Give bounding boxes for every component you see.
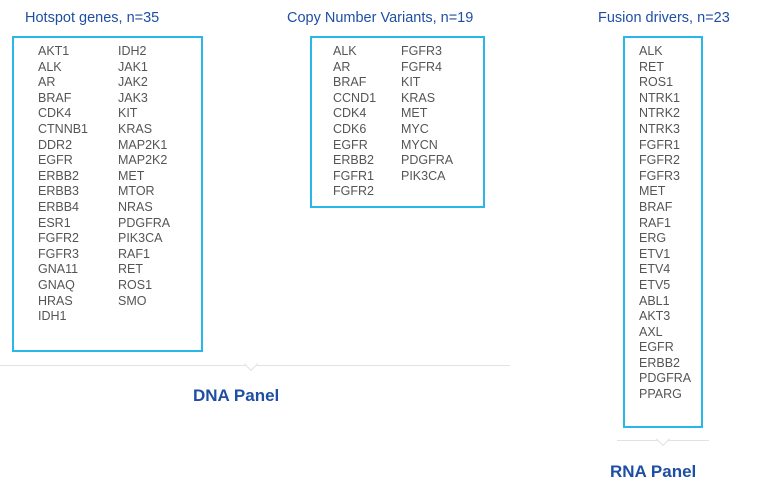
gene-item: ROS1: [639, 75, 674, 90]
cnv-title: Copy Number Variants, n=19: [287, 10, 474, 26]
gene-item: KIT: [401, 75, 421, 90]
gene-item: ERBB2: [639, 355, 680, 370]
dna-panel-label: DNA Panel: [193, 386, 280, 405]
gene-item: PPARG: [639, 387, 682, 402]
gene-item: NTRK1: [639, 90, 680, 105]
gene-item: ABL1: [639, 293, 670, 308]
gene-item: MET: [639, 184, 666, 199]
gene-item: CCND1: [333, 90, 377, 105]
gene-item: RET: [118, 262, 143, 277]
gene-item: AR: [38, 75, 56, 90]
gene-item: FGFR2: [333, 184, 374, 199]
gene-item: RAF1: [639, 215, 671, 230]
gene-item: RAF1: [118, 246, 150, 261]
gene-item: ETV1: [639, 246, 671, 261]
gene-item: CDK4: [333, 106, 367, 121]
dna-panel-divider-notch: [243, 356, 259, 372]
gene-item: GNAQ: [38, 277, 75, 292]
gene-item: BRAF: [333, 75, 367, 90]
gene-item: BRAF: [38, 90, 72, 105]
gene-item: PDGFRA: [639, 371, 692, 386]
gene-item: FGFR3: [38, 246, 79, 261]
gene-item: PDGFRA: [401, 153, 454, 168]
gene-item: PIK3CA: [118, 231, 163, 246]
gene-item: CDK4: [38, 106, 72, 121]
gene-item: ETV4: [639, 262, 671, 277]
gene-item: NRAS: [118, 199, 153, 214]
gene-item: ERBB4: [38, 199, 79, 214]
gene-item: MET: [401, 106, 428, 121]
gene-item: ALK: [639, 44, 663, 58]
gene-item: KIT: [118, 106, 138, 121]
gene-item: FGFR1: [639, 137, 680, 152]
gene-item: ALK: [333, 44, 357, 58]
fusion-drivers-title: Fusion drivers, n=23: [598, 10, 730, 26]
gene-item: FGFR3: [639, 168, 680, 183]
rna-panel-divider-notch: [655, 431, 671, 447]
gene-item: JAK1: [118, 59, 148, 74]
gene-item: GNA11: [38, 262, 79, 277]
gene-item: EGFR: [639, 340, 674, 355]
gene-item: DDR2: [38, 137, 73, 152]
gene-item: ERBB2: [38, 168, 79, 183]
gene-item: MYC: [401, 121, 429, 136]
gene-item: HRAS: [38, 293, 73, 308]
hotspot-genes-title: Hotspot genes, n=35: [25, 10, 160, 26]
gene-item: FGFR2: [38, 231, 79, 246]
gene-item: FGFR3: [401, 44, 442, 58]
rna-panel-label: RNA Panel: [610, 462, 697, 481]
gene-item: CDK6: [333, 121, 367, 136]
gene-item: SMO: [118, 293, 147, 308]
gene-item: FGFR2: [639, 153, 680, 168]
gene-item: FGFR1: [333, 168, 374, 183]
gene-item: MAP2K1: [118, 137, 168, 152]
gene-item: CTNNB1: [38, 121, 89, 136]
gene-item: ROS1: [118, 277, 153, 292]
gene-item: FGFR4: [401, 59, 442, 74]
gene-item: JAK3: [118, 90, 148, 105]
gene-item: ALK: [38, 59, 62, 74]
gene-item: EGFR: [38, 153, 73, 168]
gene-item: ERG: [639, 231, 667, 246]
gene-item: NTRK2: [639, 106, 680, 121]
gene-item: BRAF: [639, 199, 673, 214]
gene-item: IDH1: [38, 309, 67, 324]
gene-item: PIK3CA: [401, 168, 446, 183]
gene-item: ETV5: [639, 277, 671, 292]
gene-item: MAP2K2: [118, 153, 168, 168]
gene-item: AR: [333, 59, 351, 74]
gene-item: ERBB2: [333, 153, 374, 168]
gene-item: AKT1: [38, 44, 70, 58]
gene-item: AKT3: [639, 309, 671, 324]
gene-item: MET: [118, 168, 145, 183]
gene-item: ERBB3: [38, 184, 79, 199]
gene-item: RET: [639, 59, 664, 74]
gene-item: KRAS: [401, 90, 436, 105]
gene-item: NTRK3: [639, 121, 680, 136]
gene-item: PDGFRA: [118, 215, 171, 230]
gene-item: AXL: [639, 324, 663, 339]
gene-item: ESR1: [38, 215, 71, 230]
gene-item: KRAS: [118, 121, 153, 136]
gene-item: JAK2: [118, 75, 148, 90]
gene-item: MYCN: [401, 137, 438, 152]
gene-item: IDH2: [118, 44, 147, 58]
gene-item: EGFR: [333, 137, 368, 152]
gene-item: MTOR: [118, 184, 155, 199]
